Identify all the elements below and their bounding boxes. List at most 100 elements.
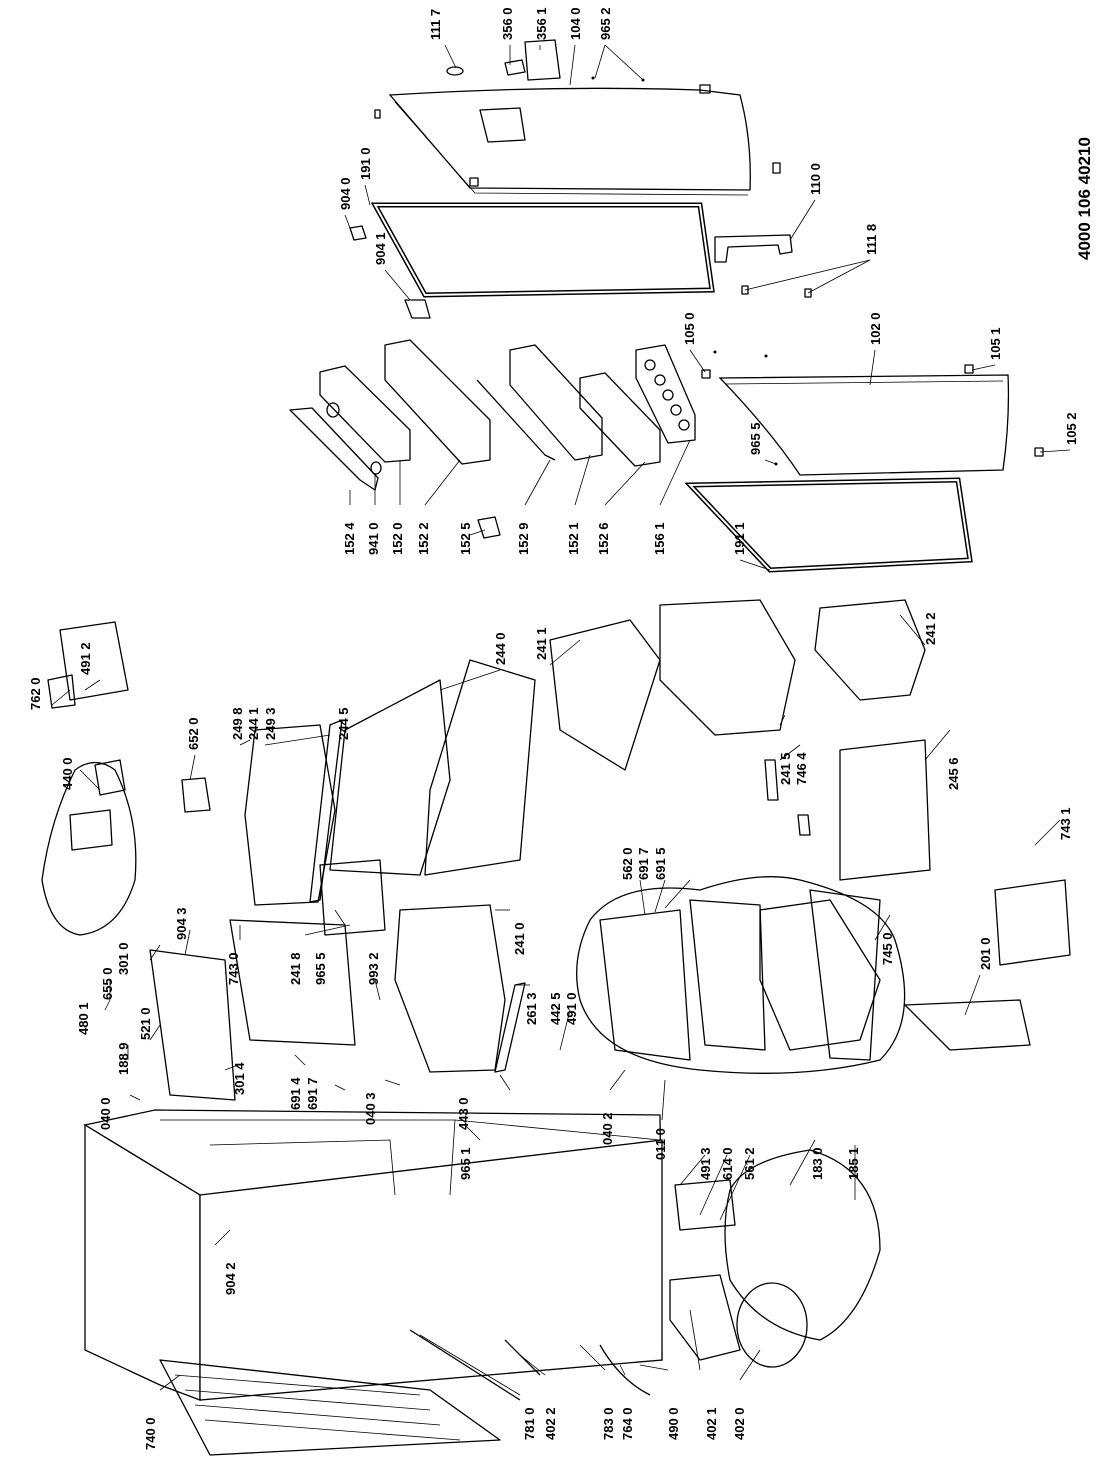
bracket-904-0: [349, 225, 367, 241]
label-764-0: 764 0: [620, 1407, 635, 1440]
label-245-6: 245 6: [946, 757, 961, 790]
label-152-5: 152 5: [458, 522, 473, 555]
label-904-0: 904 0: [338, 177, 353, 210]
document-id: 4000 106 40210: [1075, 137, 1094, 260]
label-941-0: 941 0: [366, 522, 381, 555]
label-781-0: 781 0: [522, 1407, 537, 1440]
label-152-1: 152 1: [566, 522, 581, 555]
pin-111-8b: [804, 288, 812, 298]
label-965-2: 965 2: [598, 7, 613, 40]
label-241-2: 241 2: [923, 612, 938, 645]
label-356-0: 356 0: [500, 7, 515, 40]
label-402-1: 402 1: [704, 1407, 719, 1440]
label-965-5-door: 965 5: [748, 422, 763, 455]
compressor-assembly: [669, 1149, 881, 1368]
label-783-0: 783 0: [601, 1407, 616, 1440]
label-356-1: 356 1: [534, 7, 549, 40]
pin-111-8a: [741, 285, 749, 295]
door-shelves: [289, 339, 696, 539]
label-040-0: 040 0: [98, 1097, 113, 1130]
label-745-0: 745 0: [880, 932, 895, 965]
label-110-0: 110 0: [808, 163, 823, 195]
lower-door-assembly: [701, 350, 1044, 476]
rail-261-3: [494, 982, 526, 1073]
leader-lines: [51, 44, 1071, 1396]
label-691-7-cab: 691 7: [305, 1077, 320, 1110]
lamp-652-0: [181, 777, 211, 813]
bracket-904-1: [404, 299, 431, 319]
label-201-0: 201 0: [978, 937, 993, 970]
label-402-2: 402 2: [543, 1407, 558, 1440]
label-491-2: 491 2: [78, 642, 93, 675]
cover-762-0: [47, 674, 76, 709]
label-614-0: 614 0: [720, 1147, 735, 1180]
part-labels: 111 7 356 0 356 1 104 0 965 2 191 0 904 …: [28, 7, 1079, 1450]
label-442-5: 442 5: [548, 992, 563, 1025]
label-762-0: 762 0: [28, 677, 43, 710]
label-152-2: 152 2: [416, 522, 431, 555]
label-104-0: 104 0: [568, 7, 583, 40]
label-241-5: 241 5: [778, 752, 793, 785]
label-241-0: 241 0: [512, 922, 527, 955]
label-691-5: 691 5: [653, 847, 668, 880]
label-105-0: 105 0: [682, 312, 697, 345]
label-249-8: 249 8: [230, 707, 245, 740]
label-040-3: 040 3: [363, 1092, 378, 1125]
cable-490-0: [599, 1344, 651, 1396]
label-156-1: 156 1: [652, 522, 667, 555]
label-241-8: 241 8: [288, 952, 303, 985]
label-105-2: 105 2: [1064, 412, 1079, 445]
upper-door-gasket: [370, 202, 715, 298]
label-249-3: 249 3: [263, 707, 278, 740]
label-185-1: 185 1: [846, 1147, 861, 1180]
label-152-0: 152 0: [390, 522, 405, 555]
label-655-0: 655 0: [100, 967, 115, 1000]
label-188-9: 188 9: [116, 1042, 131, 1075]
label-105-1: 105 1: [988, 327, 1003, 360]
label-490-0: 490 0: [666, 1407, 681, 1440]
label-521-0: 521 0: [138, 1007, 153, 1040]
control-panel-301-0: [149, 949, 236, 1101]
label-440-0: 440 0: [60, 757, 75, 790]
label-301-0: 301 0: [116, 942, 131, 975]
label-244-1: 244 1: [246, 707, 261, 740]
label-443-0: 443 0: [456, 1097, 471, 1130]
hinge-110-0: [714, 234, 793, 263]
cabinet-011-0: [83, 1109, 663, 1401]
label-040-2: 040 2: [600, 1112, 615, 1145]
label-244-5: 244 5: [336, 707, 351, 740]
label-152-9: 152 9: [516, 522, 531, 555]
label-562-0: 562 0: [620, 847, 635, 880]
label-743-0: 743 0: [226, 952, 241, 985]
label-904-2: 904 2: [223, 1262, 238, 1295]
crisper-241-0: [394, 904, 506, 1073]
label-183-0: 183 0: [810, 1147, 825, 1180]
label-111-8: 111 8: [864, 224, 879, 255]
label-480-1: 480 1: [76, 1002, 91, 1035]
label-191-1: 191 1: [732, 522, 747, 555]
label-244-0: 244 0: [493, 632, 508, 665]
label-111-7: 111 7: [428, 9, 443, 40]
upper-door-assembly: [374, 39, 781, 196]
label-652-0: 652 0: [186, 717, 201, 750]
cover-491-2: [59, 621, 129, 701]
label-740-0: 740 0: [143, 1417, 158, 1450]
label-152-6: 152 6: [596, 522, 611, 555]
label-904-1: 904 1: [373, 232, 388, 265]
liner-743-0: [229, 919, 356, 1046]
label-191-0: 191 0: [358, 147, 373, 180]
pipe-781-0: [409, 1329, 521, 1401]
label-241-1: 241 1: [534, 627, 549, 660]
label-011-0: 011 0: [653, 1128, 668, 1160]
label-402-0: 402 0: [732, 1407, 747, 1440]
label-691-7-evap: 691 7: [636, 847, 651, 880]
label-491-3: 491 3: [698, 1147, 713, 1180]
label-561-2: 561 2: [742, 1147, 757, 1180]
label-993-2: 993 2: [366, 952, 381, 985]
label-904-3: 904 3: [174, 907, 189, 940]
label-965-5-shelf: 965 5: [313, 952, 328, 985]
fan-assembly-440-0: [41, 759, 137, 936]
lower-door-gasket: [684, 477, 973, 573]
label-491-0: 491 0: [564, 992, 579, 1025]
